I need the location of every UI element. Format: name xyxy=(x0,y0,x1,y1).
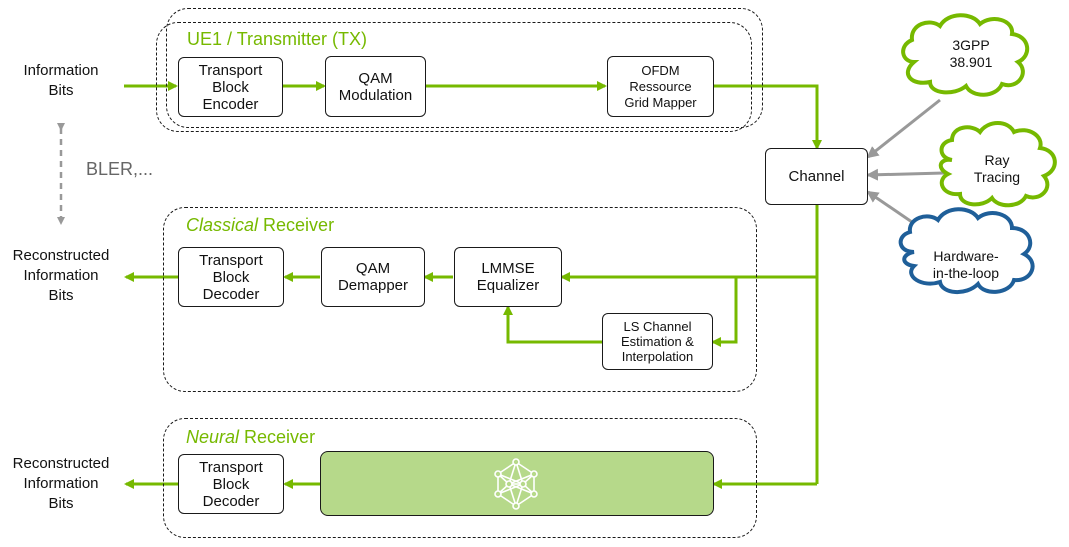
classical-receiver-group xyxy=(163,207,757,392)
neural-receiver-block[interactable] xyxy=(320,451,714,516)
channel-block[interactable]: Channel xyxy=(765,148,868,205)
neural-receiver-title: Neural Receiver xyxy=(186,427,315,448)
cloud-ray-tracing-label: Ray Tracing xyxy=(973,152,1021,185)
qam-demapper-label: QAM Demapper xyxy=(337,260,409,294)
bler-label: BLER,... xyxy=(86,159,154,179)
reconstructed-bits-neural-label: Reconstructed Information Bits xyxy=(12,455,110,512)
qam-modulation-label: QAM Modulation xyxy=(338,69,413,104)
cloud-ray-tracing-icon xyxy=(938,121,1057,208)
lmmse-equalizer-label: LMMSE Equalizer xyxy=(476,260,540,294)
cloud-3gpp-label: 3GPP 38.901 xyxy=(949,37,993,70)
transmitter-group-back xyxy=(166,8,763,128)
arrow-ls-to-lmmse xyxy=(503,305,602,344)
lmmse-equalizer[interactable]: LMMSE Equalizer xyxy=(454,247,562,307)
neural-transport-block-decoder[interactable]: Transport Block Decoder xyxy=(178,454,284,514)
ls-channel-estimation[interactable]: LS Channel Estimation & Interpolation xyxy=(602,313,713,370)
channel-label: Channel xyxy=(788,168,845,185)
cloud-3gpp-icon xyxy=(901,13,1029,97)
transmitter-title: UE1 / Transmitter (TX) xyxy=(187,29,368,49)
classical-title-rest: Receiver xyxy=(258,215,335,235)
classical-receiver-title: Classical Receiver xyxy=(186,215,334,236)
neural-transport-block-decoder-label: Transport Block Decoder xyxy=(199,458,263,510)
classical-transport-block-decoder[interactable]: Transport Block Decoder xyxy=(178,247,284,307)
arrow-gpp-to-channel xyxy=(866,98,941,159)
transport-block-encoder-label: Transport Block Encoder xyxy=(198,61,263,113)
ofdm-resource-grid-mapper[interactable]: OFDM Ressource Grid Mapper xyxy=(607,56,714,117)
neural-title-emph: Neural xyxy=(186,427,240,447)
classical-transport-block-decoder-label: Transport Block Decoder xyxy=(199,251,263,303)
arrow-ofdm-to-channel xyxy=(714,84,822,150)
cloud-hardware-in-the-loop-icon xyxy=(898,207,1035,294)
ls-channel-estimation-label: LS Channel Estimation & Interpolation xyxy=(621,319,694,364)
information-bits-label: Information Bits xyxy=(23,62,99,99)
transmitter-group xyxy=(156,22,752,132)
cloud-hardware-in-the-loop-label: Hardware- in-the-loop xyxy=(932,248,1000,281)
transport-block-encoder[interactable]: Transport Block Encoder xyxy=(178,57,283,117)
arrow-channel-to-ls xyxy=(711,277,738,347)
classical-title-emph: Classical xyxy=(186,215,259,235)
neural-title-rest: Receiver xyxy=(239,427,316,447)
neural-receiver-group xyxy=(163,418,757,538)
qam-modulation[interactable]: QAM Modulation xyxy=(325,56,426,117)
ofdm-resource-grid-mapper-label: OFDM Ressource Grid Mapper xyxy=(624,62,697,110)
arrow-ray-to-channel xyxy=(866,168,945,181)
reconstructed-bits-classical-label: Reconstructed Information Bits xyxy=(12,247,110,304)
qam-demapper[interactable]: QAM Demapper xyxy=(321,247,425,307)
